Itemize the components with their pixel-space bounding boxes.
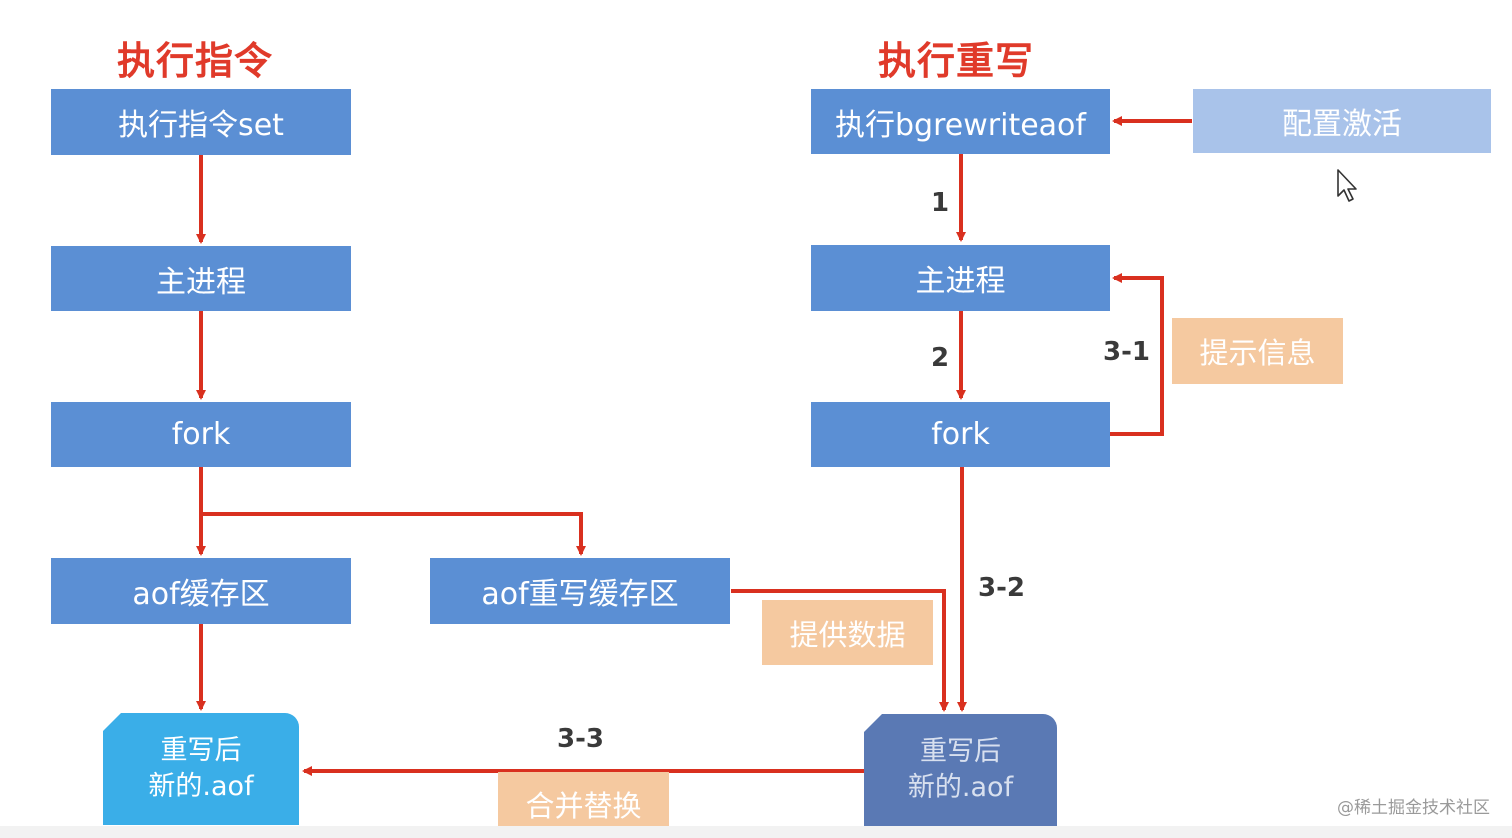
step-label-1: 1 [931, 188, 950, 218]
note-provide-data: 提供数据 [762, 600, 933, 665]
title-execute-command: 执行指令 [117, 39, 274, 83]
file-new-aof-left: 重写后 新的.aof [103, 713, 299, 825]
note-merge-replace: 合并替换 [498, 772, 669, 836]
file-new-aof-right-line2: 新的.aof [907, 772, 1014, 803]
step-label-2: 2 [931, 343, 950, 373]
arrow-fork-to-main-signal [1110, 273, 1164, 436]
file-new-aof-right-line1: 重写后 [920, 736, 1001, 767]
watermark: @稀土掘金技术社区 [1337, 798, 1490, 818]
arrow-fork-to-rewrite-buffer [201, 512, 586, 556]
step-label-3-1: 3-1 [1103, 337, 1150, 367]
box-fork-left: fork [51, 402, 351, 467]
file-new-aof-left-line2: 新的.aof [148, 771, 254, 802]
box-aof-rewrite-buffer: aof重写缓存区 [430, 558, 730, 624]
note-prompt-info: 提示信息 [1172, 318, 1343, 384]
box-execute-bgrewriteaof: 执行bgrewriteaof [811, 89, 1110, 154]
box-main-process-right: 主进程 [811, 245, 1110, 311]
bottom-strip [0, 826, 1512, 838]
title-execute-rewrite: 执行重写 [878, 39, 1035, 83]
mouse-cursor-icon [1337, 169, 1357, 202]
box-aof-buffer: aof缓存区 [51, 558, 351, 624]
arrow-rewrite-buffer-to-new-file [731, 589, 949, 712]
box-fork-right: fork [811, 402, 1110, 467]
file-new-aof-right: 重写后 新的.aof [864, 714, 1057, 826]
box-config-activate: 配置激活 [1193, 89, 1491, 153]
step-label-3-3: 3-3 [557, 724, 604, 754]
file-new-aof-left-line1: 重写后 [160, 735, 242, 766]
box-execute-set: 执行指令set [51, 89, 351, 155]
box-main-process-left: 主进程 [51, 246, 351, 311]
step-label-3-2: 3-2 [978, 573, 1025, 603]
